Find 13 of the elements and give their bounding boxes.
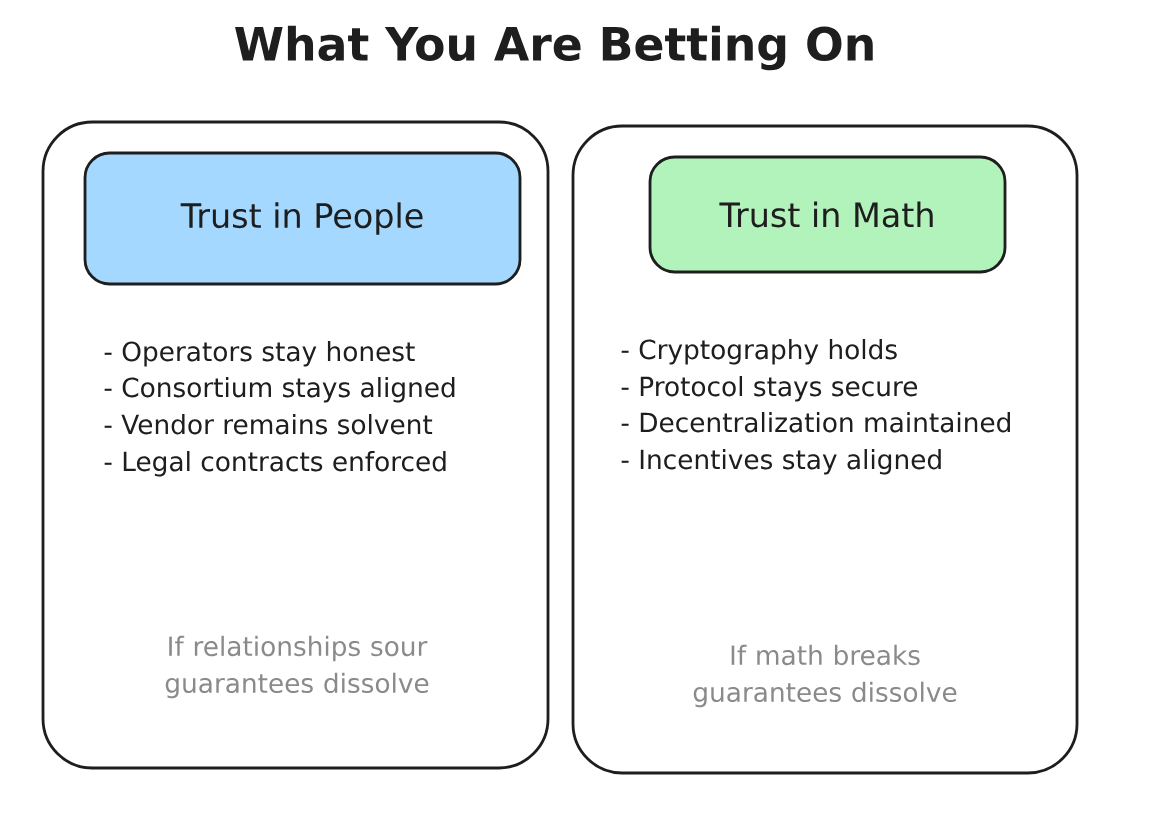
heading-box: Trust in Math bbox=[648, 155, 1007, 274]
list-item: - Legal contracts enforced bbox=[104, 451, 446, 477]
list-item: - Operators stay honest bbox=[104, 341, 415, 367]
note-text: If relationships sour guarantees dissolve bbox=[165, 635, 429, 699]
list-item: - Cryptography holds bbox=[621, 339, 897, 365]
list-item: - Consortium stays aligned bbox=[104, 377, 455, 403]
list-item: - Protocol stays secure bbox=[621, 376, 918, 402]
heading-box: Trust in People bbox=[83, 151, 522, 286]
list-item: - Vendor remains solvent bbox=[104, 414, 433, 435]
note-text: If math breaks guarantees dissolve bbox=[693, 644, 957, 708]
list-item: - Decentralization maintained bbox=[621, 412, 1010, 433]
title: What You Are Betting On bbox=[235, 25, 873, 71]
list-item: - Incentives stay aligned bbox=[621, 449, 941, 475]
